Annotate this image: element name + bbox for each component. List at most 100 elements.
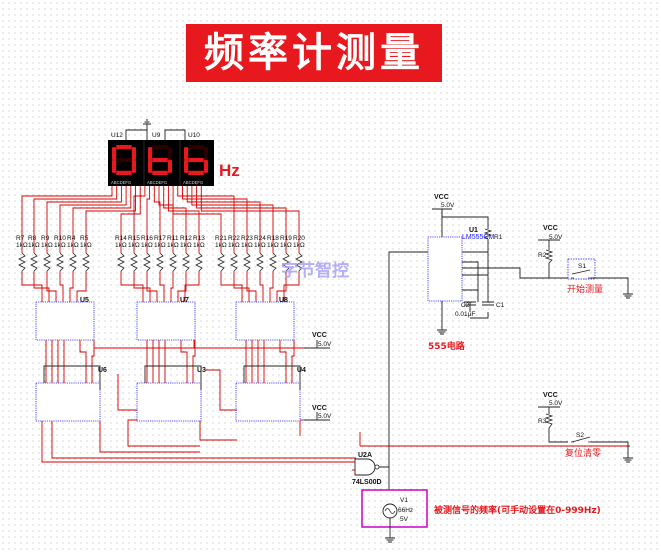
unit-label: Hz	[219, 161, 240, 180]
segment-f	[112, 147, 117, 160]
display-wire	[153, 186, 161, 253]
counter-u3: U3	[136, 367, 206, 422]
resistor-value: 1kΩ	[280, 242, 292, 249]
resistor-name: R18	[267, 235, 279, 242]
display-wire	[59, 186, 127, 253]
resistor-wire	[276, 271, 287, 302]
svg-text:VCC: VCC	[543, 392, 558, 399]
resistor-wire	[283, 271, 300, 302]
display-wire	[120, 186, 141, 253]
resistor-value: 1kΩ	[241, 242, 253, 249]
segment-a	[188, 145, 204, 150]
gate-label: U2A	[358, 452, 372, 459]
resistor-value: 1kΩ	[67, 242, 79, 249]
signal-source-v1: V1 66Hz 5V	[382, 497, 413, 543]
resistor-name: R8	[28, 235, 37, 242]
resistor-name: R20	[293, 235, 305, 242]
resistor-R14	[117, 252, 125, 272]
display-wire	[85, 186, 136, 253]
resistor-wire	[233, 271, 250, 302]
resistor-value: 1kΩ	[128, 242, 140, 249]
resistor-wire	[170, 271, 174, 302]
display-wire	[163, 186, 187, 253]
resistor-wire	[269, 271, 274, 302]
resistor-name: R9	[41, 235, 50, 242]
resistor-value: 1kΩ	[16, 242, 28, 249]
bcd-wire	[79, 340, 87, 383]
reset-switch-circuit: VCC 5.0V R3 S2	[538, 392, 633, 463]
resistor-value: 1kΩ	[54, 242, 66, 249]
resistor-wire	[146, 271, 158, 302]
resistor-R17	[156, 252, 164, 272]
resistor-name: R17	[154, 235, 166, 242]
resistor-wire	[21, 271, 43, 302]
decoder-u5: U5	[35, 297, 95, 341]
timer-c2-value: 0.01μF	[455, 311, 475, 318]
segment-c	[131, 160, 136, 173]
resistor-wire	[46, 271, 57, 302]
resistor-R20	[295, 252, 303, 272]
segment-b	[203, 147, 208, 160]
resistor-value: 1kΩ	[254, 242, 266, 249]
start-switch-label: S1	[578, 263, 586, 270]
page-title: 频率计测量	[186, 24, 442, 82]
resistor-wire	[76, 271, 87, 302]
digit-1	[112, 145, 136, 175]
segment-g	[116, 157, 132, 163]
timer-caption: 555电路	[428, 340, 466, 352]
decoder-counter-wires	[43, 340, 301, 390]
display-wire	[182, 186, 248, 253]
counter-u4: U4	[235, 367, 306, 422]
resistor-name: R22	[228, 235, 240, 242]
resistor-name: R14	[115, 235, 127, 242]
resistor-name: R13	[193, 235, 205, 242]
display-wire	[46, 186, 122, 253]
resistor-value: 1kΩ	[228, 242, 240, 249]
display-label-u9: U9	[152, 132, 161, 139]
segment-f	[148, 147, 153, 160]
resistor-wire	[177, 271, 187, 302]
resistor-R18	[269, 252, 277, 272]
resistor-R10	[56, 252, 64, 272]
resistor-R9	[43, 252, 51, 272]
display-label-u10: U10	[188, 132, 200, 139]
svg-text:5.0V: 5.0V	[549, 400, 563, 407]
timer-c2: C2	[461, 302, 470, 309]
timer-c1: C1	[496, 302, 505, 309]
resistor-wire	[33, 271, 50, 302]
display-wire	[158, 186, 174, 253]
svg-text:VCC: VCC	[312, 405, 327, 412]
resistor-value: 1kΩ	[141, 242, 153, 249]
counter-label-u4: U4	[297, 367, 306, 374]
start-caption: 开始测量	[567, 283, 603, 295]
reset-r3: R3	[538, 418, 547, 425]
resistor-R23	[243, 252, 251, 272]
resistor-name: R4	[67, 235, 76, 242]
resistor-labels: R71kΩR81kΩR91kΩR101kΩR41kΩR51kΩR141kΩR15…	[16, 235, 305, 249]
segment-b	[131, 147, 136, 160]
carry-wire	[243, 365, 301, 390]
display-digits	[112, 145, 208, 175]
display-wire	[72, 186, 132, 253]
display-wire	[146, 186, 151, 253]
decoder-label-u5: U5	[80, 297, 89, 304]
resistor-array	[18, 252, 303, 272]
resistor-wire	[69, 271, 74, 302]
segment-c	[167, 160, 172, 173]
resistor-value: 1kΩ	[180, 242, 192, 249]
resistor-name: R10	[54, 235, 66, 242]
decoder-label-u8: U8	[279, 297, 288, 304]
svg-text:5.0V: 5.0V	[549, 234, 563, 241]
svg-text:VCC: VCC	[434, 194, 449, 201]
start-switch-circuit: VCC 5.0V R2 S1	[462, 225, 633, 299]
resistor-name: R16	[141, 235, 153, 242]
resistor-value: 1kΩ	[80, 242, 92, 249]
resistor-R21	[217, 252, 225, 272]
display-wire	[191, 186, 274, 253]
vcc-2: VCC 5.0V	[300, 405, 332, 421]
pin-label-1: ABCDEFG	[111, 180, 131, 185]
display-wire	[200, 186, 300, 253]
resistor-R8	[30, 252, 38, 272]
segment-b	[167, 147, 172, 160]
source-caption: 被测信号的频率(可手动设置在0-999Hz)	[434, 504, 601, 516]
